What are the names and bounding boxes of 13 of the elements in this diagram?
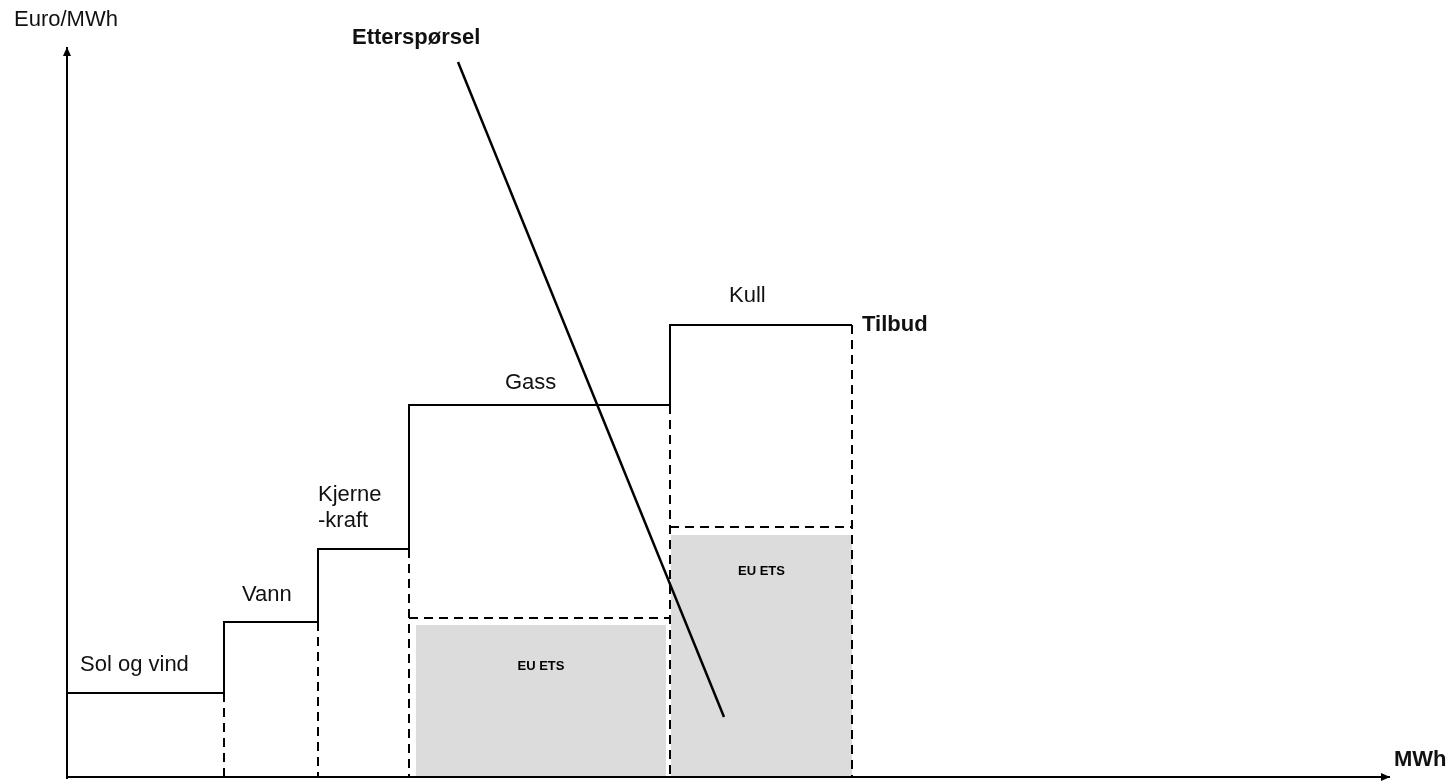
- step-label: Vann: [242, 581, 292, 607]
- area-label: EU ETS: [738, 563, 785, 578]
- step-label: Sol og vind: [80, 651, 189, 677]
- emission-cost-area: [416, 625, 666, 777]
- step-label: Kull: [729, 282, 766, 308]
- step-label: Kjerne -kraft: [318, 481, 383, 533]
- curve-label: Tilbud: [862, 311, 928, 337]
- step-label: Gass: [505, 369, 557, 395]
- axis-title: Euro/MWh: [14, 6, 118, 32]
- area-label: EU ETS: [517, 658, 565, 673]
- axis-title: MWh: [1394, 746, 1447, 772]
- emission-cost-area: [671, 535, 852, 777]
- curve-label: Etterspørsel: [352, 24, 481, 50]
